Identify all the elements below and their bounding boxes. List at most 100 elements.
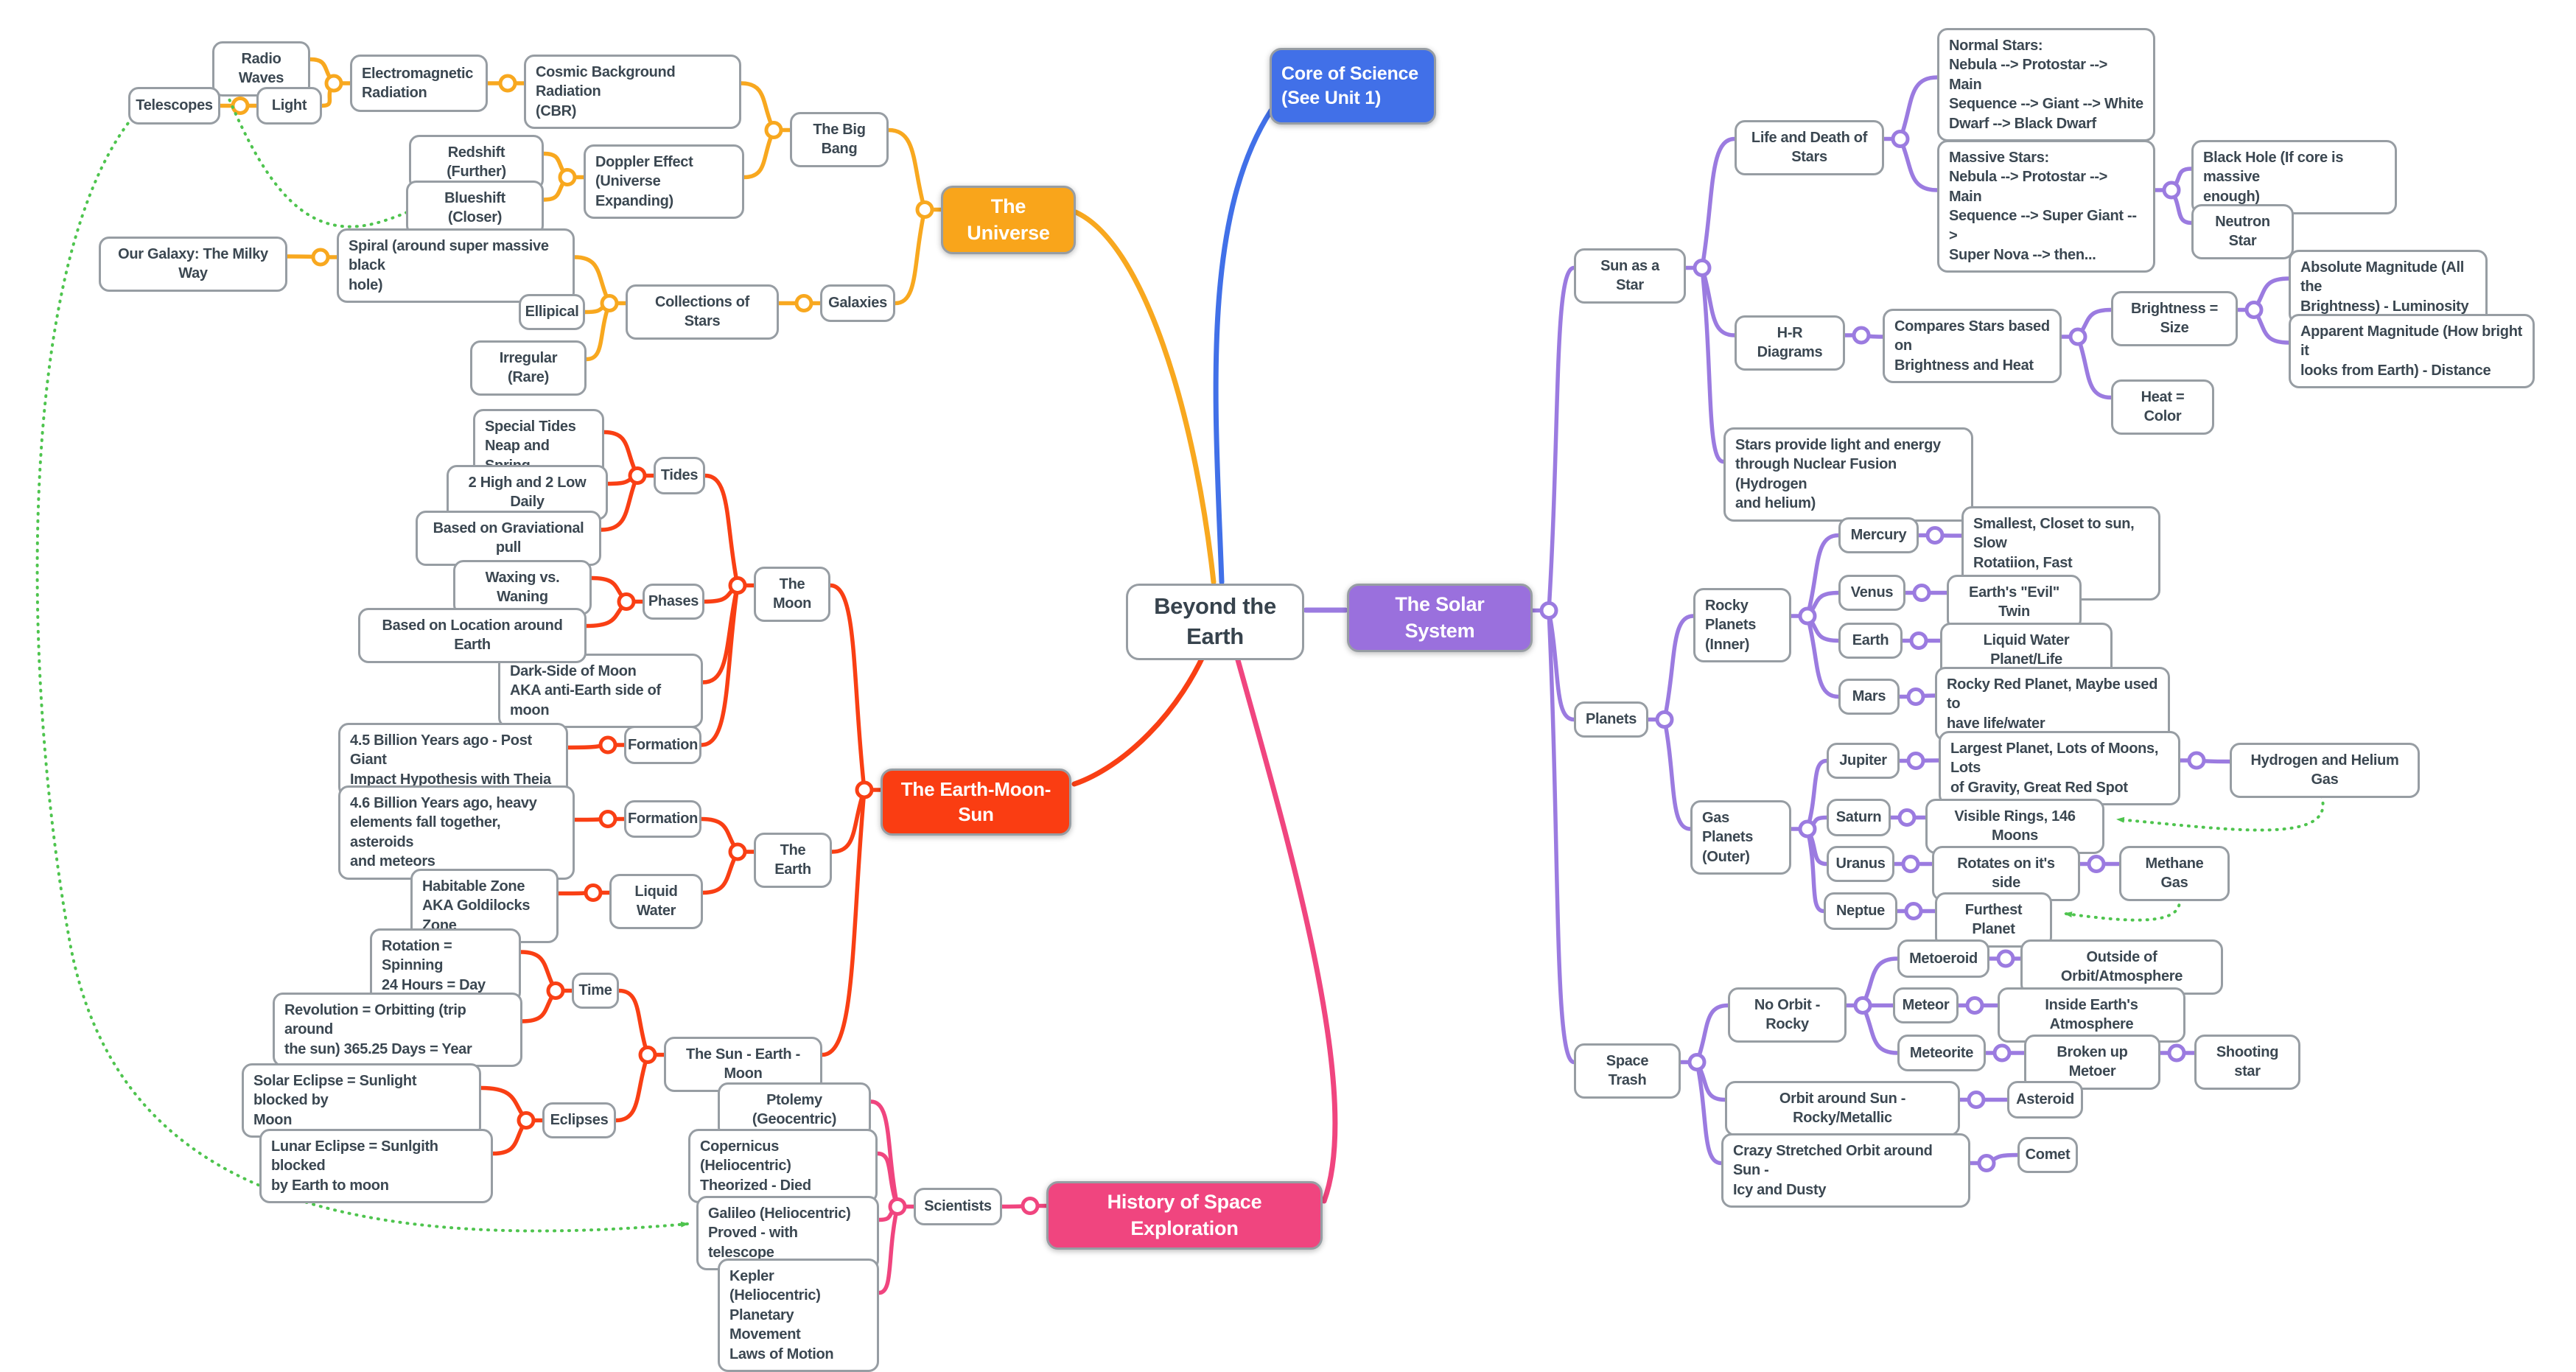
mindmap-node-asteroid[interactable]: Asteroid bbox=[2007, 1081, 2083, 1119]
mindmap-node-irregular[interactable]: Irregular (Rare) bbox=[470, 340, 587, 396]
mindmap-node-core[interactable]: Core of Science (See Unit 1) bbox=[1270, 48, 1436, 125]
mindmap-node-inside[interactable]: Inside Earth's Atmosphere bbox=[1998, 987, 2185, 1043]
mindmap-node-milky[interactable]: Our Galaxy: The Milky Way bbox=[99, 237, 287, 292]
connector-dot-tides[interactable] bbox=[628, 466, 647, 485]
connector-dot-liquid[interactable] bbox=[584, 883, 603, 902]
mindmap-node-moon[interactable]: The Moon bbox=[754, 567, 830, 622]
mindmap-node-big-bang[interactable]: The Big Bang bbox=[790, 112, 889, 167]
connector-dot-uranus-d[interactable] bbox=[2087, 855, 2106, 873]
connector-dot-galaxies[interactable] bbox=[794, 294, 813, 312]
connector-dot-sem[interactable] bbox=[638, 1046, 657, 1064]
mindmap-node-solar-ecl[interactable]: Solar Eclipse = Sunlight blocked by Moon bbox=[242, 1063, 481, 1138]
mindmap-node-metoeroid[interactable]: Metoeroid bbox=[1897, 939, 1989, 978]
connector-dot-scientists[interactable] bbox=[888, 1197, 907, 1216]
mindmap-node-tides[interactable]: Tides bbox=[654, 457, 705, 494]
connector-dot-rocky[interactable] bbox=[1798, 606, 1817, 626]
mindmap-node-life-death[interactable]: Life and Death of Stars bbox=[1735, 120, 1884, 175]
mindmap-node-comet[interactable]: Comet bbox=[2017, 1137, 2078, 1173]
mindmap-node-mercury[interactable]: Mercury bbox=[1838, 517, 1919, 553]
mindmap-node-liquid[interactable]: Liquid Water bbox=[609, 874, 703, 929]
mindmap-node-fusion[interactable]: Stars provide light and energy through N… bbox=[1723, 427, 1973, 522]
mindmap-node-waxing[interactable]: Waxing vs. Waning bbox=[453, 560, 592, 615]
mindmap-node-massive[interactable]: Massive Stars: Nebula --> Protostar --> … bbox=[1937, 140, 2155, 273]
connector-dot-mercury[interactable] bbox=[1925, 526, 1945, 545]
mindmap-node-telescopes[interactable]: Telescopes bbox=[128, 87, 220, 125]
mindmap-node-history[interactable]: History of Space Exploration bbox=[1046, 1181, 1323, 1250]
mindmap-node-earth-n[interactable]: The Earth bbox=[754, 833, 832, 888]
mindmap-node-spiral[interactable]: Spiral (around super massive black hole) bbox=[337, 228, 575, 304]
mindmap-node-kepler[interactable]: Kepler (Heliocentric) Planetary Movement… bbox=[718, 1259, 879, 1372]
connector-dot-light[interactable] bbox=[231, 97, 250, 115]
mindmap-node-planets[interactable]: Planets bbox=[1574, 701, 1648, 738]
connector-dot-life-death[interactable] bbox=[1891, 130, 1910, 148]
connector-dot-broken[interactable] bbox=[2167, 1043, 2186, 1063]
connector-dot-phases[interactable] bbox=[617, 592, 636, 611]
mindmap-node-gas[interactable]: Gas Planets (Outer) bbox=[1690, 800, 1791, 875]
connector-dot-formation-moon[interactable] bbox=[598, 735, 617, 755]
connector-dot-jupiter-d[interactable] bbox=[2187, 751, 2206, 770]
connector-dot-time[interactable] bbox=[546, 981, 565, 1000]
mindmap-node-em[interactable]: Electromagnetic Radiation bbox=[350, 55, 488, 112]
connector-dot-big-bang[interactable] bbox=[764, 121, 783, 139]
mindmap-node-broken[interactable]: Broken up Metoer bbox=[2024, 1035, 2160, 1090]
mindmap-node-brightness[interactable]: Brightness = Size bbox=[2111, 291, 2238, 346]
connector-dot-compares[interactable] bbox=[2068, 327, 2087, 346]
connector-dot-massive[interactable] bbox=[2162, 181, 2181, 200]
mindmap-node-theia[interactable]: 4.5 Billion Years ago - Post Giant Impac… bbox=[338, 723, 568, 798]
mindmap-node-meteor[interactable]: Meteor bbox=[1893, 987, 1959, 1023]
connector-dot-universe[interactable] bbox=[915, 200, 934, 219]
mindmap-node-no-orbit[interactable]: No Orbit - Rocky bbox=[1728, 987, 1847, 1043]
connector-dot-em[interactable] bbox=[324, 74, 343, 93]
mindmap-node-lunar-ecl[interactable]: Lunar Eclipse = Sunlgith blocked by Eart… bbox=[259, 1129, 493, 1204]
mindmap-node-eclipses[interactable]: Eclipses bbox=[542, 1102, 616, 1138]
mindmap-node-heat[interactable]: Heat = Color bbox=[2111, 379, 2214, 435]
connector-dot-ems[interactable] bbox=[855, 780, 874, 799]
mindmap-node-universe[interactable]: The Universe bbox=[941, 186, 1076, 255]
mindmap-node-saturn[interactable]: Saturn bbox=[1827, 799, 1891, 836]
connector-dot-planets[interactable] bbox=[1655, 710, 1674, 729]
connector-dot-hr[interactable] bbox=[1852, 326, 1871, 345]
mindmap-node-neptue-d[interactable]: Furthest Planet bbox=[1935, 892, 2052, 948]
mindmap-node-methane[interactable]: Methane Gas bbox=[2119, 846, 2230, 901]
mindmap-node-formation-moon[interactable]: Formation bbox=[624, 726, 701, 764]
mindmap-node-sun-star[interactable]: Sun as a Star bbox=[1574, 248, 1686, 304]
mindmap-node-dark-side[interactable]: Dark-Side of Moon AKA anti-Earth side of… bbox=[498, 654, 703, 729]
connector-dot-earth-n[interactable] bbox=[728, 842, 747, 861]
connector-dot-meteor[interactable] bbox=[1965, 996, 1984, 1015]
mindmap-node-earth-p[interactable]: Earth bbox=[1838, 623, 1903, 659]
mindmap-node-phases[interactable]: Phases bbox=[643, 584, 704, 620]
mindmap-node-cbr[interactable]: Cosmic Background Radiation (CBR) bbox=[524, 55, 741, 130]
mindmap-node-outside[interactable]: Outside of Orbit/Atmosphere bbox=[2020, 939, 2223, 995]
mindmap-node-normal[interactable]: Normal Stars: Nebula --> Protostar --> M… bbox=[1937, 28, 2155, 141]
mindmap-node-venus-d[interactable]: Earth's "Evil" Twin bbox=[1947, 575, 2082, 630]
mindmap-node-rocky[interactable]: Rocky Planets (Inner) bbox=[1693, 588, 1791, 663]
connector-dot-crazy[interactable] bbox=[1977, 1154, 1996, 1172]
mindmap-node-jupiter-d[interactable]: Largest Planet, Lots of Moons, Lots of G… bbox=[1939, 731, 2180, 806]
mindmap-node-formation-earth[interactable]: Formation bbox=[624, 800, 701, 838]
mindmap-node-neptue[interactable]: Neptue bbox=[1824, 892, 1897, 930]
mindmap-node-revolution[interactable]: Revolution = Orbitting (trip around the … bbox=[273, 993, 522, 1068]
connector-dot-collections[interactable] bbox=[600, 294, 619, 312]
mindmap-node-hydrogen[interactable]: Hydrogen and Helium Gas bbox=[2230, 743, 2420, 798]
mindmap-node-neutron[interactable]: Neutron Star bbox=[2191, 204, 2294, 259]
mindmap-node-compares[interactable]: Compares Stars based on Brightness and H… bbox=[1883, 309, 2062, 384]
mindmap-node-ellipical[interactable]: Ellipical bbox=[519, 294, 585, 330]
connector-dot-solar[interactable] bbox=[1539, 601, 1558, 620]
mindmap-node-gravitational[interactable]: Based on Graviational pull bbox=[416, 511, 601, 566]
mindmap-node-absolute[interactable]: Absolute Magnitude (All the Brightness) … bbox=[2289, 250, 2488, 325]
mindmap-node-ems[interactable]: The Earth-Moon-Sun bbox=[881, 769, 1071, 836]
connector-dot-brightness[interactable] bbox=[2244, 301, 2264, 319]
mindmap-node-collections[interactable]: Collections of Stars bbox=[626, 284, 779, 340]
connector-dot-trash[interactable] bbox=[1687, 1053, 1707, 1071]
connector-dot-cbr[interactable] bbox=[498, 74, 517, 93]
mindmap-node-venus[interactable]: Venus bbox=[1838, 575, 1905, 611]
connector-dot-sun-star[interactable] bbox=[1693, 259, 1712, 277]
connector-dot-metoeroid[interactable] bbox=[1996, 949, 2015, 968]
mindmap-node-jupiter[interactable]: Jupiter bbox=[1827, 743, 1900, 779]
connector-dot-moon[interactable] bbox=[728, 576, 747, 595]
mindmap-node-uranus[interactable]: Uranus bbox=[1827, 846, 1894, 882]
mindmap-node-apparent[interactable]: Apparent Magnitude (How bright it looks … bbox=[2289, 314, 2535, 389]
mindmap-node-mars[interactable]: Mars bbox=[1838, 679, 1900, 715]
connector-dot-mars[interactable] bbox=[1906, 687, 1925, 706]
mindmap-node-root[interactable]: Beyond the Earth bbox=[1126, 584, 1304, 660]
